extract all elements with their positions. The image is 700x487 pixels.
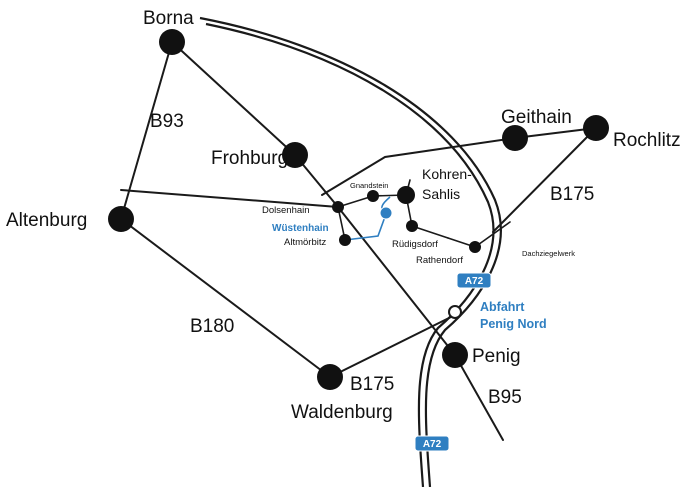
penig-dot (442, 342, 468, 368)
label-altmoerbitz: Altmörbitz (284, 237, 326, 248)
road-borna-frohburg (171, 41, 296, 156)
label-b175-south: B175 (350, 374, 394, 395)
a72-shield-north-text: A72 (465, 276, 484, 287)
label-b93: B93 (150, 111, 184, 132)
road-gnandstein-dolsenhain (337, 195, 374, 208)
label-borna: Borna (143, 8, 194, 29)
a72-shield-south-text: A72 (423, 439, 442, 450)
label-waldenburg: Waldenburg (291, 402, 393, 423)
a72-shield-south: A72 (414, 435, 450, 452)
a72-motorway-line-b (205, 22, 495, 487)
road-b180 (120, 218, 331, 378)
label-kohren-line1: Kohren- (422, 166, 472, 182)
label-b175-north: B175 (550, 184, 594, 205)
road-kohren-geithain (321, 137, 516, 196)
a72-shield-south-bg (414, 435, 450, 452)
dolsenhain-dot (332, 201, 344, 213)
ruedigsdorf-dot (406, 220, 418, 232)
road-dolsenhain-penig (337, 206, 456, 356)
frohburg-dot (282, 142, 308, 168)
road-rathendorf-b175 (474, 221, 511, 248)
wuestenhain-road-2 (344, 213, 387, 241)
label-penig: Penig (472, 346, 521, 367)
geithain-dot (502, 125, 528, 151)
label-rathendorf: Rathendorf (416, 255, 463, 266)
altenburg-dot (108, 206, 134, 232)
city-markers (108, 29, 609, 390)
rathendorf-dot (469, 241, 481, 253)
road-ruedigsdorf-rathendorf (411, 225, 449, 239)
label-frohburg: Frohburg (211, 148, 288, 169)
exit-label-line1: Abfahrt (480, 300, 525, 314)
label-geithain: Geithain (501, 107, 572, 128)
label-dachziegelwerk: Dachziegelwerk (522, 249, 575, 258)
label-b180: B180 (190, 316, 234, 337)
road-labels: B93 B175 B180 B175 B95 (150, 111, 594, 408)
gnandstein-dot (367, 190, 379, 202)
wuestenhain-route (344, 196, 393, 241)
road-b95 (454, 354, 504, 441)
a72-shield-north-bg (456, 272, 492, 289)
waldenburg-dot (317, 364, 343, 390)
road-b175-south (329, 314, 456, 378)
label-kohren-line2: Sahlis (422, 186, 460, 202)
exit-penig-nord-marker (448, 305, 462, 319)
label-ruedigsdorf: Rüdigsdorf (392, 239, 438, 250)
rochlitz-dot (583, 115, 609, 141)
label-altenburg: Altenburg (6, 210, 87, 231)
a72-shield-north: A72 (456, 272, 492, 289)
altmoerbitz-dot (339, 234, 351, 246)
label-dolsenhain: Dolsenhain (262, 205, 310, 216)
label-rochlitz: Rochlitz (613, 130, 681, 151)
label-b95: B95 (488, 387, 522, 408)
road-altenburg-dolsenhain (120, 189, 339, 208)
road-b175-north (492, 127, 597, 233)
exit-label: Abfahrt Penig Nord (480, 300, 547, 331)
kohren-sahlis-dot (397, 186, 415, 204)
road-geithain-rochlitz (514, 127, 597, 139)
label-gnandstein: Gnandstein (350, 181, 388, 190)
a72-motorway-line-a (199, 16, 502, 487)
road-network (120, 16, 597, 487)
exit-label-line2: Penig Nord (480, 317, 547, 331)
wuestenhain-marker (379, 206, 393, 220)
road-b93 (120, 41, 173, 220)
place-labels: Borna Frohburg Altenburg Geithain Rochli… (6, 8, 681, 423)
label-wuestenhain: Wüstenhain (272, 223, 329, 234)
borna-dot (159, 29, 185, 55)
